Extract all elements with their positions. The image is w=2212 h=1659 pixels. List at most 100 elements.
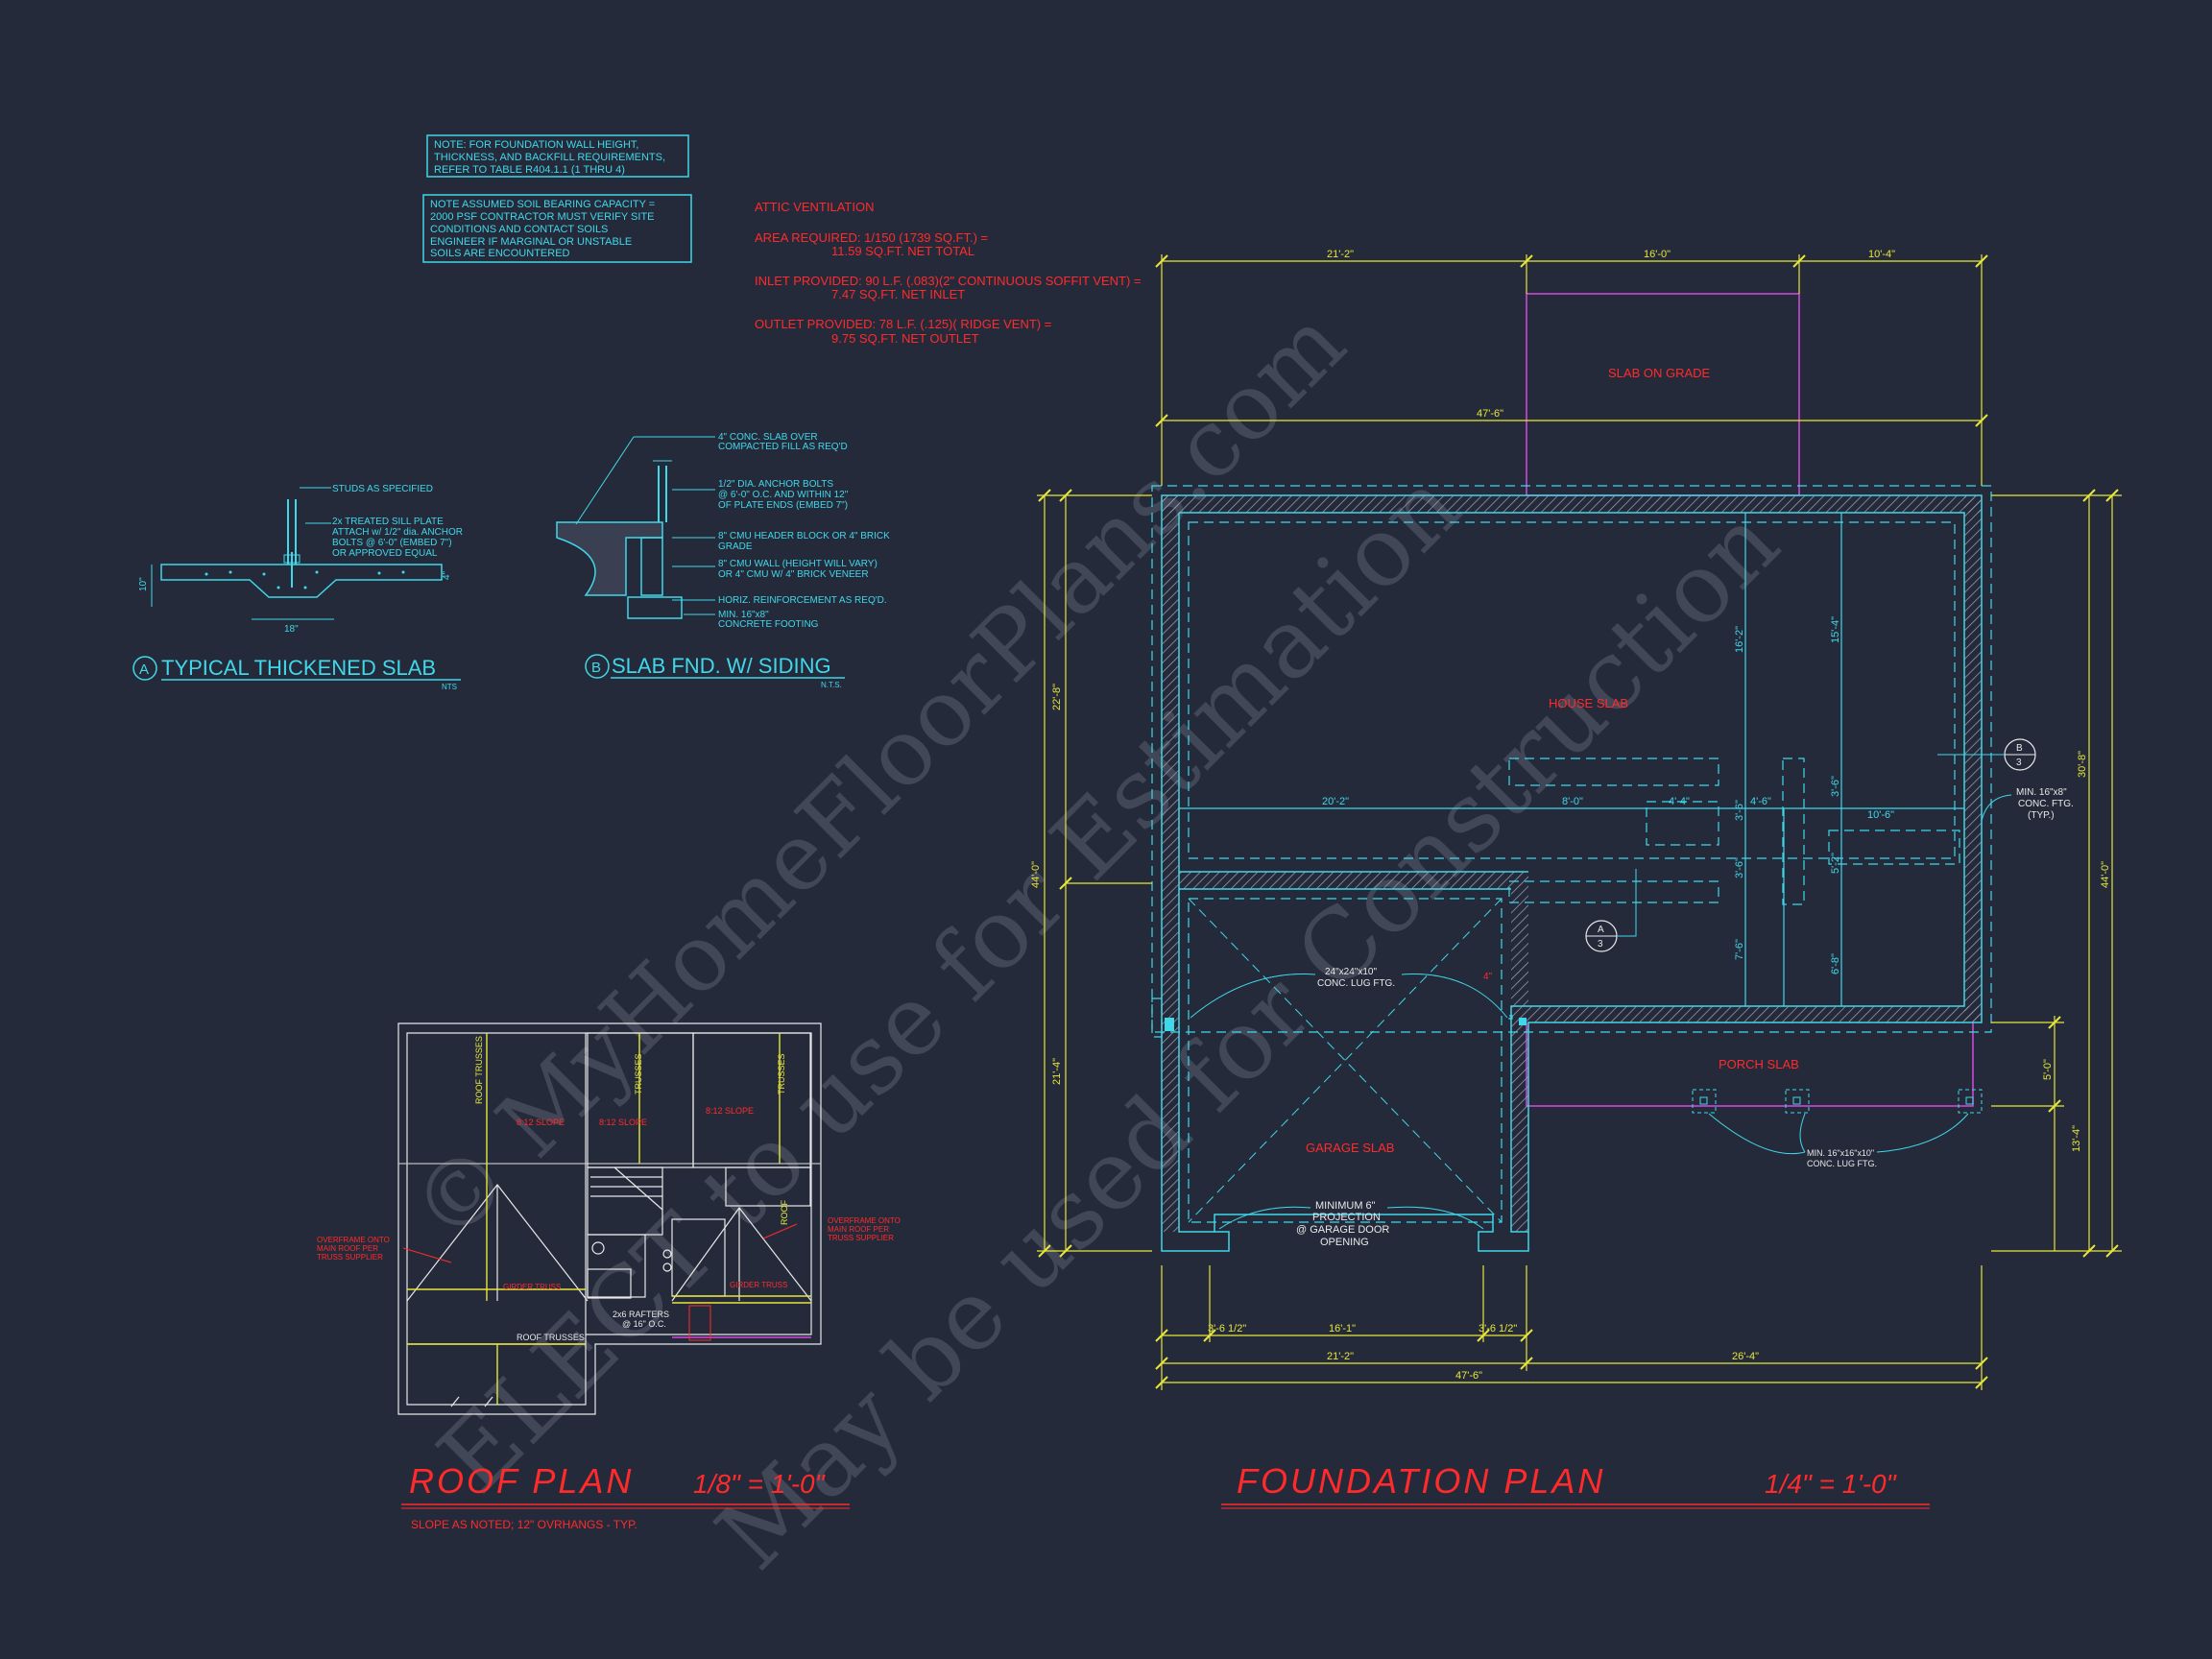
detail-b-label-11: MIN. 16"x8" — [718, 610, 769, 620]
attic-line-6: 9.75 SQ.FT. NET OUTLET — [831, 331, 979, 346]
detail-a-thickened-slab: STUDS AS SPECIFIED 2x TREATED SILL PLATE… — [132, 484, 463, 691]
roof-label-overframe-l2: MAIN ROOF PER — [317, 1244, 378, 1253]
attic-line-1: AREA REQUIRED: 1/150 (1739 SQ.FT.) = — [755, 230, 988, 245]
fp-dim-right-overall: 44'-0" — [2100, 861, 2111, 888]
fp-min-ftg-1: MIN. 16"x8" — [2016, 787, 2067, 798]
detail-a-marker — [132, 656, 157, 681]
fp-projection-2: PROJECTION — [1312, 1212, 1381, 1223]
roof-plan: ROOF TRUSSES TRUSSES TRUSSES 8:12 SLOPE … — [317, 1022, 901, 1531]
detail-a-label-5: OR APPROVED EQUAL — [332, 548, 438, 559]
fp-label-porch-slab: PORCH SLAB — [1719, 1057, 1799, 1071]
roof-label-rafters-2: @ 16" O.C. — [622, 1319, 666, 1329]
fp-porch-ftg-2: CONC. LUG FTG. — [1807, 1159, 1877, 1168]
roof-label-roof-vertical: ROOF — [780, 1199, 789, 1225]
note2-line-3: CONDITIONS AND CONTACT SOILS — [430, 224, 608, 235]
fp-dim-top-overall: 47'-6" — [1477, 408, 1503, 420]
detail-a-marker-letter: A — [139, 661, 149, 678]
foundation-plan-scale: 1/4" = 1'-0" — [1765, 1469, 1897, 1499]
detail-b-label-2: COMPACTED FILL AS REQ'D — [718, 442, 848, 452]
detail-b-marker — [585, 654, 610, 679]
detail-b-label-7: GRADE — [718, 541, 753, 552]
fp-section-b-letter: B — [2016, 743, 2023, 754]
roof-label-overframe-l3: TRUSS SUPPLIER — [317, 1253, 383, 1262]
fp-dim-bot-4: 21'-2" — [1327, 1351, 1354, 1362]
fp-label-house-slab: HOUSE SLAB — [1549, 696, 1628, 710]
detail-a-dim-height: 10" — [138, 577, 149, 591]
roof-label-overframe-r1: OVERFRAME ONTO — [828, 1216, 901, 1225]
fp-lug-ftg-2: CONC. LUG FTG. — [1317, 978, 1395, 989]
roof-label-girder-1: GIRDER TRUSS — [503, 1283, 561, 1291]
detail-b-label-4: @ 6'-0" O.C. AND WITHIN 12" — [718, 490, 849, 500]
fp-section-a-letter: A — [1598, 925, 1604, 935]
fp-dim-v-3: 3'-6" — [1734, 800, 1745, 821]
fp-projection-4: OPENING — [1320, 1237, 1369, 1248]
note2-line-5: SOILS ARE ENCOUNTERED — [430, 248, 570, 259]
note2-line-1: NOTE ASSUMED SOIL BEARING CAPACITY = — [430, 199, 655, 210]
roof-label-trusses-3: TRUSSES — [777, 1053, 786, 1094]
note1-line-1: NOTE: FOR FOUNDATION WALL HEIGHT, — [434, 139, 639, 151]
detail-b-slab-fnd-siding: 4" CONC. SLAB OVER COMPACTED FILL AS REQ… — [556, 432, 890, 689]
fp-dim-int-2: 8'-0" — [1562, 796, 1583, 807]
roof-plan-scale: 1/8" = 1'-0" — [693, 1469, 826, 1499]
roof-label-slope-3: 8:12 SLOPE — [706, 1106, 754, 1116]
roof-label-girder-2: GIRDER TRUSS — [730, 1281, 787, 1289]
roof-label-overframe-r3: TRUSS SUPPLIER — [828, 1234, 894, 1242]
fp-section-marker-b: B 3 — [1937, 738, 2036, 771]
fp-label-garage-slab: GARAGE SLAB — [1306, 1141, 1394, 1155]
attic-ventilation-notes: ATTIC VENTILATION AREA REQUIRED: 1/150 (… — [755, 200, 1142, 346]
roof-label-slope-1: 8:12 SLOPE — [517, 1118, 565, 1127]
note2-line-2: 2000 PSF CONTRACTOR MUST VERIFY SITE — [430, 211, 655, 223]
fp-projection-1: MINIMUM 6" — [1315, 1200, 1376, 1212]
attic-line-3: INLET PROVIDED: 90 L.F. (.083)(2" CONTIN… — [755, 274, 1142, 288]
fp-dim-bot-5: 26'-4" — [1732, 1351, 1759, 1362]
fp-dim-v-2: 15'-4" — [1830, 616, 1841, 643]
fp-dim-v-6: 5'-2" — [1830, 853, 1841, 874]
detail-b-label-12: CONCRETE FOOTING — [718, 619, 819, 630]
fp-dim-v-5: 3'-6" — [1734, 857, 1745, 878]
detail-b-label-1: 4" CONC. SLAB OVER — [718, 432, 818, 443]
detail-a-dim-thickness: 4" — [442, 570, 452, 580]
detail-a-dim-width: 18" — [284, 624, 299, 635]
fp-dim-int-5: 10'-6" — [1867, 809, 1894, 821]
fp-section-b-sheet: 3 — [2016, 757, 2022, 768]
fp-dim-bot-1: 3'-6 1/2" — [1208, 1323, 1246, 1334]
note2-line-4: ENGINEER IF MARGINAL OR UNSTABLE — [430, 236, 632, 248]
fp-min-ftg-2: CONC. FTG. — [2018, 799, 2074, 809]
fp-dim-left-overall: 44'-0" — [1030, 861, 1042, 888]
attic-line-5: OUTLET PROVIDED: 78 L.F. (.125)( RIDGE V… — [755, 317, 1051, 331]
fp-section-a-sheet: 3 — [1598, 939, 1603, 950]
fp-dim-v-8: 6'-8" — [1830, 953, 1841, 974]
detail-a-label-1: STUDS AS SPECIFIED — [332, 484, 433, 494]
fp-dim-bot-2: 16'-1" — [1329, 1323, 1356, 1334]
attic-title: ATTIC VENTILATION — [755, 200, 874, 214]
roof-plan-title: ROOF PLAN — [409, 1461, 634, 1501]
fp-dim-int-3: 4'-4" — [1669, 796, 1690, 807]
detail-b-scale: N.T.S. — [821, 681, 842, 689]
fp-section-marker-a: A 3 — [1585, 869, 1637, 952]
fp-dim-right-2: 5'-0" — [2042, 1059, 2054, 1080]
roof-label-overframe-l1: OVERFRAME ONTO — [317, 1236, 390, 1244]
fp-dim-right-1: 30'-8" — [2077, 751, 2088, 778]
fp-porch-ftg-1: MIN. 16"x16"x10" — [1807, 1148, 1874, 1158]
detail-a-scale: NTS — [442, 683, 457, 691]
detail-b-label-9: OR 4" CMU W/ 4" BRICK VENEER — [718, 569, 869, 580]
fp-dim-left-1: 22'-8" — [1051, 684, 1063, 710]
detail-b-label-3: 1/2" DIA. ANCHOR BOLTS — [718, 479, 833, 490]
fp-min-ftg-3: (TYP.) — [2028, 810, 2055, 821]
fp-dim-int-1: 20'-2" — [1322, 796, 1349, 807]
fp-dim-v-1: 16'-2" — [1734, 626, 1745, 653]
fp-dim-v-7: 7'-6" — [1734, 939, 1745, 960]
roof-label-overframe-r2: MAIN ROOF PER — [828, 1225, 889, 1234]
fp-dim-bot-3: 3'-6 1/2" — [1479, 1323, 1517, 1334]
roof-label-trusses-1: ROOF TRUSSES — [474, 1036, 484, 1104]
detail-b-title: SLAB FND. W/ SIDING — [612, 654, 831, 678]
roof-plan-subtitle: SLOPE AS NOTED; 12" OVRHANGS - TYP. — [411, 1518, 637, 1531]
fp-label-slab-on-grade: SLAB ON GRADE — [1608, 366, 1711, 380]
fp-dim-top-1: 21'-2" — [1327, 249, 1354, 260]
fp-projection-3: @ GARAGE DOOR — [1296, 1224, 1389, 1236]
detail-b-label-6: 8" CMU HEADER BLOCK OR 4" BRICK — [718, 531, 890, 541]
foundation-plan-title: FOUNDATION PLAN — [1237, 1461, 1605, 1501]
foundation-note-2: NOTE ASSUMED SOIL BEARING CAPACITY = 200… — [422, 194, 692, 263]
fp-dim-right-3: 13'-4" — [2071, 1125, 2082, 1152]
detail-b-label-10: HORIZ. REINFORCEMENT AS REQ'D. — [718, 595, 887, 606]
